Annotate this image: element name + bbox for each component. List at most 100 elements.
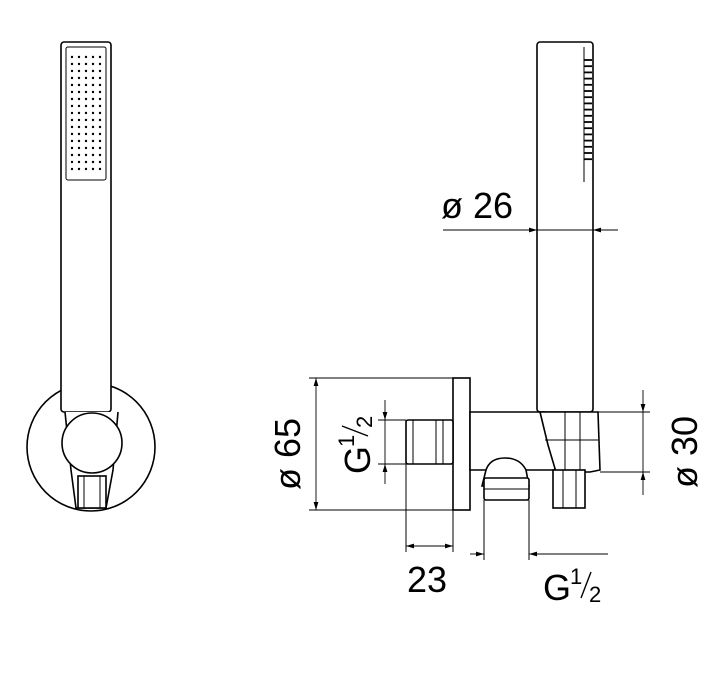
nozzle-dot <box>98 76 102 80</box>
nozzle-dot <box>77 146 81 150</box>
spray-face-outline <box>65 46 107 181</box>
nozzle-dot <box>98 139 102 143</box>
nozzle-dot <box>84 76 88 80</box>
nozzle-dot <box>77 118 81 122</box>
nozzle-dot <box>91 167 95 171</box>
nozzle-dot <box>98 125 102 129</box>
hose-connector-side <box>552 469 586 509</box>
nozzle-dot <box>77 125 81 129</box>
nozzle-dot <box>91 118 95 122</box>
nozzle-dot <box>77 83 81 87</box>
nozzle-dot <box>91 55 95 59</box>
svg-text:G: G <box>337 446 378 474</box>
nozzle-dot <box>84 139 88 143</box>
nozzle-dot <box>70 167 74 171</box>
nozzle-dot <box>70 139 74 143</box>
nozzle-dot <box>91 160 95 164</box>
front-view <box>26 41 156 512</box>
nozzle-dot <box>77 69 81 73</box>
nozzle-dot <box>77 132 81 136</box>
nozzle-dot <box>98 62 102 66</box>
nozzle-dot <box>91 132 95 136</box>
nozzle-dot <box>84 69 88 73</box>
nozzle-dot <box>77 111 81 115</box>
nozzle-dot <box>77 62 81 66</box>
nozzle-dot <box>84 125 88 129</box>
nozzle-dot <box>77 167 81 171</box>
nozzle-dot <box>70 97 74 101</box>
nozzle-dot <box>91 153 95 157</box>
nozzle-dot <box>70 146 74 150</box>
nozzle-dot <box>77 104 81 108</box>
nozzle-dot <box>84 153 88 157</box>
nozzle-dot <box>98 55 102 59</box>
nozzle-dot <box>77 97 81 101</box>
nozzle-dot <box>91 83 95 87</box>
handshower-front-body <box>60 41 112 413</box>
nozzle-dot <box>91 146 95 150</box>
nozzle-dot <box>98 153 102 157</box>
nozzle-dot <box>98 146 102 150</box>
nozzle-dot <box>91 69 95 73</box>
svg-text:2: 2 <box>352 416 377 428</box>
nozzle-dot <box>70 118 74 122</box>
label-handshower-diameter: ø 26 <box>441 185 513 226</box>
nozzle-dot <box>84 62 88 66</box>
nozzle-dot <box>91 90 95 94</box>
nozzle-dot <box>91 97 95 101</box>
nozzle-dot <box>70 83 74 87</box>
label-flange-diameter: ø 65 <box>267 418 308 490</box>
label-outlet-thread: G 1 2 <box>543 564 601 608</box>
spray-nozzles <box>70 55 102 171</box>
nozzle-dot <box>77 76 81 80</box>
nozzle-dot <box>77 55 81 59</box>
nozzle-dot <box>84 104 88 108</box>
nozzle-dot <box>77 160 81 164</box>
nozzle-dot <box>77 153 81 157</box>
label-wall-thread: G 1 2 <box>334 416 378 474</box>
nozzle-dot <box>98 132 102 136</box>
nozzle-dot <box>70 160 74 164</box>
nozzle-dot <box>84 55 88 59</box>
svg-text:2: 2 <box>589 582 601 607</box>
svg-text:1: 1 <box>334 435 359 447</box>
nozzle-dot <box>98 97 102 101</box>
nozzle-dot <box>70 69 74 73</box>
svg-text:1: 1 <box>570 564 582 589</box>
nozzle-dot <box>91 111 95 115</box>
svg-text:G: G <box>543 567 571 608</box>
nozzle-dot <box>70 153 74 157</box>
nozzle-dot <box>98 104 102 108</box>
nozzle-dot <box>84 160 88 164</box>
nozzle-dot <box>98 83 102 87</box>
nozzle-dot <box>84 111 88 115</box>
side-view <box>405 41 601 511</box>
nozzle-dot <box>84 146 88 150</box>
nozzle-dot <box>98 167 102 171</box>
wall-flange-plate <box>452 377 471 511</box>
nozzle-dot <box>84 118 88 122</box>
nozzle-dot <box>91 125 95 129</box>
nozzle-dot <box>70 76 74 80</box>
nozzle-dot <box>91 139 95 143</box>
nozzle-dot <box>98 118 102 122</box>
nozzle-dot <box>77 139 81 143</box>
nozzle-dot <box>98 111 102 115</box>
nozzle-dot <box>70 62 74 66</box>
nozzle-dot <box>84 83 88 87</box>
nozzle-dot <box>70 55 74 59</box>
nozzle-dot <box>70 90 74 94</box>
nozzle-dot <box>77 90 81 94</box>
wall-thread-nut <box>405 419 454 465</box>
nozzle-dot <box>98 160 102 164</box>
side-spray-nozzles <box>584 59 592 161</box>
dimension-lines <box>309 227 650 560</box>
nozzle-dot <box>98 90 102 94</box>
label-holder-diameter: ø 30 <box>664 416 705 488</box>
nozzle-dot <box>84 167 88 171</box>
nozzle-dot <box>91 104 95 108</box>
nozzle-dot <box>70 111 74 115</box>
nozzle-dot <box>84 132 88 136</box>
label-projection: 23 <box>407 559 447 600</box>
